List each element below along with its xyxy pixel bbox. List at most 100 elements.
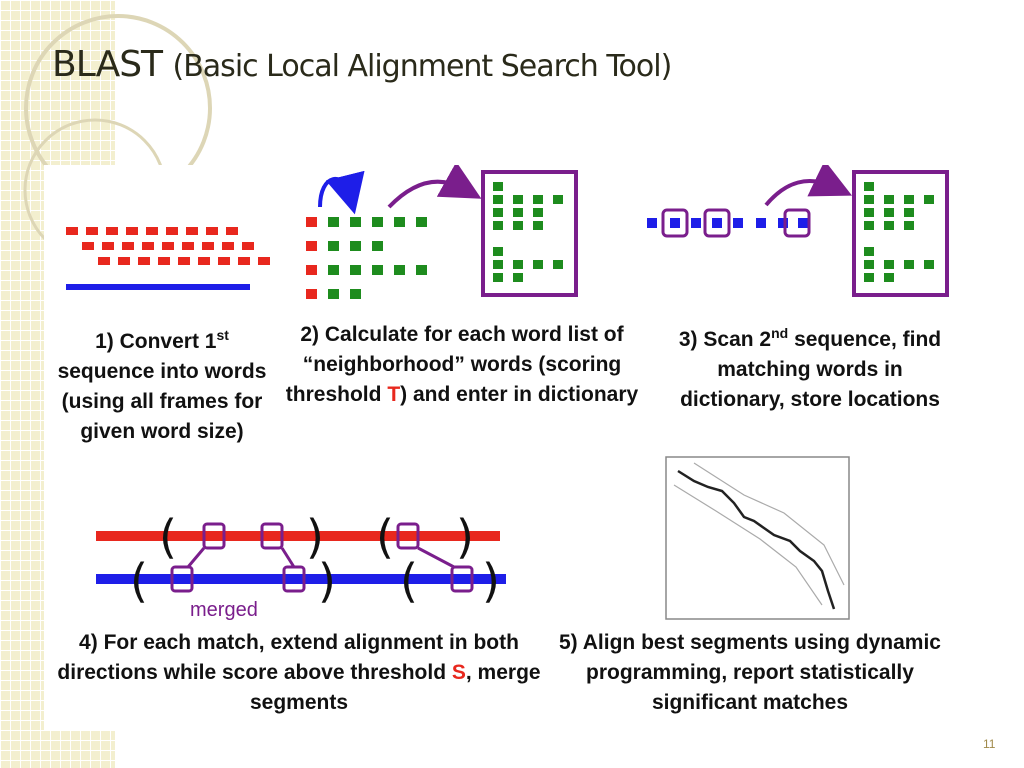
step4-brackets: ( ) ( ) ( ) ( ) bbox=[130, 510, 500, 608]
word-segment bbox=[202, 242, 214, 250]
match-box bbox=[783, 208, 811, 238]
neighbor-letter bbox=[372, 265, 383, 275]
dictionary-entry bbox=[493, 247, 503, 256]
svg-text:(: ( bbox=[130, 554, 148, 608]
dictionary-entry bbox=[493, 195, 503, 204]
sequence-letter bbox=[691, 218, 701, 228]
word-segment bbox=[166, 227, 178, 235]
seed-letter bbox=[306, 265, 317, 275]
dictionary-entry bbox=[553, 195, 563, 204]
svg-text:(: ( bbox=[400, 554, 418, 608]
slide-title: BLAST (Basic Local Alignment Search Tool… bbox=[52, 44, 672, 85]
word-segment bbox=[242, 242, 254, 250]
dictionary-entry bbox=[493, 208, 503, 217]
dictionary-entry bbox=[904, 195, 914, 204]
svg-text:): ) bbox=[318, 554, 336, 608]
step5-caption: 5) Align best segments using dynamic pro… bbox=[559, 631, 941, 714]
word-segment bbox=[118, 257, 130, 265]
word-segment bbox=[98, 257, 110, 265]
word-segment bbox=[182, 242, 194, 250]
word-segment bbox=[186, 227, 198, 235]
dictionary-entry bbox=[904, 221, 914, 230]
neighbor-letter bbox=[394, 265, 405, 275]
dictionary-entry bbox=[493, 182, 503, 191]
word-segment bbox=[66, 227, 78, 235]
word-segment bbox=[226, 227, 238, 235]
step5-lower-band bbox=[673, 484, 823, 606]
step4-extension-diagram: ( ) ( ) ( ) ( ) merged bbox=[96, 510, 506, 621]
dictionary-entry bbox=[864, 260, 874, 269]
neighbor-letter bbox=[416, 265, 427, 275]
title-main: BLAST bbox=[52, 44, 163, 85]
threshold-S: S bbox=[451, 661, 466, 684]
dictionary-entry bbox=[533, 260, 543, 269]
step2-curved-arrow bbox=[318, 170, 365, 215]
step2-caption: 2) Calculate for each word list of “neig… bbox=[285, 323, 639, 406]
step4-caption: 4) For each match, extend alignment in b… bbox=[57, 631, 541, 714]
seed-letter bbox=[306, 289, 317, 299]
word-segment bbox=[138, 257, 150, 265]
neighbor-letter bbox=[350, 289, 361, 299]
dictionary-entry bbox=[513, 208, 523, 217]
word-segment bbox=[158, 257, 170, 265]
dictionary-entry bbox=[553, 260, 563, 269]
neighbor-letter bbox=[372, 217, 383, 227]
dictionary-entry bbox=[924, 260, 934, 269]
sequence-letter bbox=[778, 218, 788, 228]
step4-merged-label: merged bbox=[190, 599, 258, 621]
word-segment bbox=[102, 242, 114, 250]
step3-dictionary-entries bbox=[864, 182, 934, 282]
page-number: 11 bbox=[983, 737, 996, 751]
sequence-letter bbox=[798, 218, 808, 228]
dictionary-entry bbox=[513, 195, 523, 204]
match-box bbox=[661, 208, 689, 238]
dictionary-entry bbox=[924, 195, 934, 204]
word-segment bbox=[258, 257, 270, 265]
step4-match-boxes bbox=[170, 522, 474, 593]
dictionary-entry bbox=[533, 208, 543, 217]
dictionary-entry bbox=[493, 260, 503, 269]
svg-text:): ) bbox=[456, 510, 474, 564]
neighbor-letter bbox=[350, 265, 361, 275]
step5-upper-band bbox=[693, 462, 845, 586]
step1-caption: 1) Convert 1st sequence into words (usin… bbox=[57, 327, 267, 443]
dictionary-entry bbox=[513, 221, 523, 230]
threshold-T: T bbox=[387, 383, 401, 406]
sequence-letter bbox=[712, 218, 722, 228]
word-segment bbox=[238, 257, 250, 265]
dictionary-entry bbox=[493, 221, 503, 230]
word-segment bbox=[142, 242, 154, 250]
word-segment bbox=[106, 227, 118, 235]
dictionary-entry bbox=[533, 221, 543, 230]
dictionary-entry bbox=[533, 195, 543, 204]
dictionary-entry bbox=[513, 273, 523, 282]
sequence-letter bbox=[670, 218, 680, 228]
dictionary-entry bbox=[904, 208, 914, 217]
dictionary-entry bbox=[884, 195, 894, 204]
sequence-letter bbox=[733, 218, 743, 228]
step1-word-segments bbox=[66, 227, 270, 265]
word-segment bbox=[218, 257, 230, 265]
dictionary-entry bbox=[513, 260, 523, 269]
step3-scanned-sequence bbox=[647, 208, 811, 238]
neighbor-letter bbox=[416, 217, 427, 227]
word-segment bbox=[198, 257, 210, 265]
dictionary-entry bbox=[864, 208, 874, 217]
word-segment bbox=[122, 242, 134, 250]
step2-dictionary-box bbox=[481, 170, 578, 297]
neighbor-letter bbox=[394, 217, 405, 227]
dictionary-entry bbox=[864, 273, 874, 282]
neighbor-letter bbox=[350, 217, 361, 227]
neighbor-letter bbox=[372, 241, 383, 251]
neighbor-letter bbox=[350, 241, 361, 251]
step3-to-dictionary-arrow bbox=[764, 165, 853, 207]
svg-text:(: ( bbox=[159, 510, 177, 564]
word-segment bbox=[86, 227, 98, 235]
word-segment bbox=[162, 242, 174, 250]
diagram-graphics: ( ) ( ) ( ) ( ) merged bbox=[66, 165, 949, 621]
dictionary-entry bbox=[864, 247, 874, 256]
match-box bbox=[703, 208, 731, 238]
dictionary-entry bbox=[864, 221, 874, 230]
seed-letter bbox=[306, 241, 317, 251]
step5-dotplot bbox=[665, 456, 850, 620]
